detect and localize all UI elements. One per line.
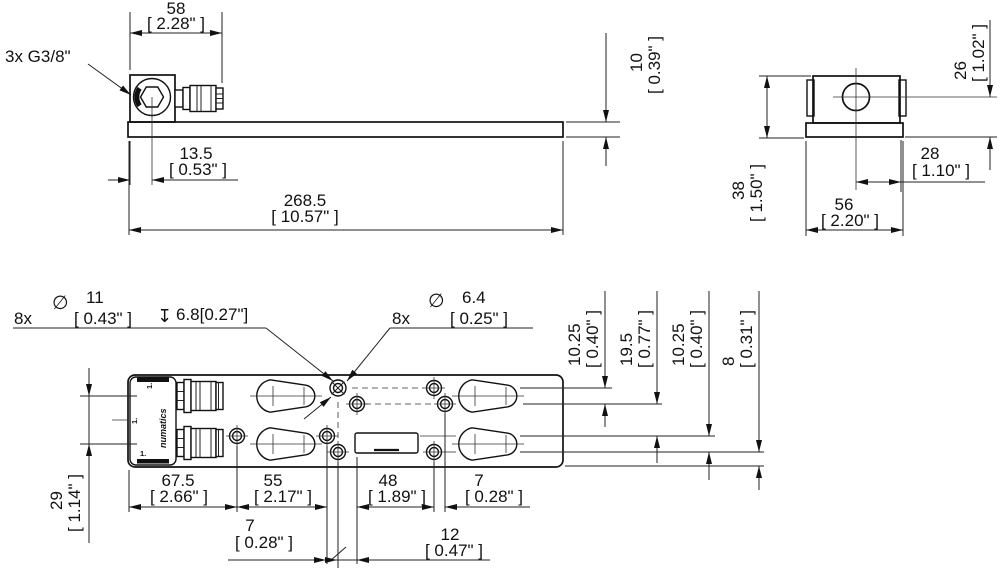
- hex-socket-icon: [139, 86, 165, 108]
- dim-56-mm: 56: [835, 195, 854, 214]
- hole-r4h1: [327, 441, 349, 463]
- dim-port-center-to-edge: 28 [ 1.10" ]: [856, 140, 985, 192]
- dim-7-left-mm: 7: [245, 516, 254, 535]
- end-base-flange: [805, 122, 904, 138]
- cbore-depth: 6.8[0.27"]: [176, 305, 248, 324]
- pin-mark-1: 1.: [145, 383, 154, 389]
- port-callout-label: 3x G3/8": [5, 47, 71, 66]
- dim-10-mm: 10: [627, 53, 646, 72]
- dim-38-inch: [ 1.50" ]: [747, 164, 766, 222]
- dim-67-5-mm: 67.5: [161, 471, 194, 490]
- dim-10-inch: [ 0.39" ]: [645, 36, 664, 94]
- dim-7-left-inch: [ 0.28" ]: [235, 533, 293, 552]
- dim-port-offset: 13.5 [ 0.53" ]: [108, 97, 238, 185]
- depth-icon: ↧: [157, 306, 172, 326]
- counterbore-callout: 8x ∅ 11 [ 0.43" ] ↧ 6.8[0.27"]: [13, 288, 334, 420]
- dim-268-5-mm: 268.5: [284, 191, 327, 210]
- pin-mark-3: 1.: [140, 449, 146, 458]
- dim-10-25-top-mm: 10.25: [565, 323, 584, 366]
- port-shadow-arc: [134, 86, 142, 108]
- thru-hole-callout: 8x ∅ 6.4 [ 0.25" ]: [346, 288, 533, 382]
- dim-55-inch: [ 2.17" ]: [254, 487, 312, 506]
- dim-56-inch: [ 2.20" ]: [821, 211, 879, 230]
- cbore-mm: 11: [86, 288, 104, 307]
- counterbore-holes: [226, 377, 456, 463]
- dim-horizontal-chain: 67.5 [ 2.66" ] 55 [ 2.17" ] 48 [ 1.89" ]…: [128, 413, 530, 568]
- counterbore-hole-marked: [329, 379, 347, 397]
- hole-r1h2: [423, 377, 445, 399]
- thru-count: 8x: [392, 309, 410, 328]
- dim-row-spacings: 10.25 [ 0.40" ] 19.5 [ 0.77" ] 10.25 [ 0…: [520, 291, 764, 490]
- dim-26-mm: 26: [951, 61, 970, 80]
- dim-port-center-height: 26 [ 1.02" ]: [905, 20, 997, 170]
- mounting-slots: [250, 379, 524, 461]
- dim-10-25-top-inch: [ 0.40" ]: [583, 310, 602, 368]
- dim-7-right-inch: [ 0.28" ]: [465, 487, 523, 506]
- dim-268-5-inch: [ 10.57" ]: [271, 207, 338, 226]
- pin-mark-2: 1.: [130, 418, 139, 424]
- dim-26-inch: [ 1.02" ]: [969, 24, 988, 82]
- bottom-body-outline: [127, 374, 564, 468]
- bottom-view: numatics 1. 1. 1.: [13, 288, 764, 568]
- dim-48-inch: [ 1.89" ]: [368, 487, 426, 506]
- dim-29-inch: [ 1.14" ]: [65, 474, 84, 532]
- hole-r3h2: [316, 425, 338, 447]
- dim-19-5-mm: 19.5: [617, 333, 636, 366]
- bottom-connector-m12-top: [176, 378, 224, 414]
- side-connector-m12: [174, 84, 224, 113]
- centerlines: [112, 387, 456, 453]
- dim-7-right-mm: 7: [474, 471, 483, 490]
- dim-8-inch: [ 0.31" ]: [737, 310, 756, 368]
- dim-overall-height: 38 [ 1.50" ]: [729, 75, 811, 222]
- dim-13-5-mm: 13.5: [179, 144, 212, 163]
- label-window: [354, 432, 419, 454]
- dim-block-width: 58 [ 2.28" ]: [129, 0, 223, 83]
- thru-inch: [ 0.25" ]: [450, 309, 508, 328]
- side-rail-outline: [127, 121, 564, 138]
- hole-r4h2: [423, 441, 445, 463]
- bottom-connector-m12-bottom: [176, 425, 224, 461]
- end-right-tab: [898, 79, 907, 117]
- dim-slot-row-spacing: 29 [ 1.14" ]: [47, 368, 137, 543]
- dim-12-inch: [ 0.47" ]: [425, 541, 483, 560]
- dim-rail-thickness: 10 [ 0.39" ]: [566, 33, 664, 166]
- dim-28-mm: 28: [921, 144, 940, 163]
- dim-10-25-bot-inch: [ 0.40" ]: [687, 310, 706, 368]
- port-callout-leader: [87, 63, 132, 96]
- dim-28-inch: [ 1.10" ]: [912, 161, 970, 180]
- hole-r2h2: [434, 393, 456, 415]
- cbore-inch: [ 0.43" ]: [74, 309, 132, 328]
- dim-overall-length: 268.5 [ 10.57" ]: [128, 141, 564, 235]
- thru-mm: 6.4: [462, 288, 486, 307]
- diameter-icon: ∅: [52, 293, 69, 314]
- hole-r2h1: [346, 393, 368, 415]
- dim-29-mm: 29: [47, 491, 66, 510]
- dim-19-5-inch: [ 0.77" ]: [635, 310, 654, 368]
- dim-12-mm: 12: [441, 525, 460, 544]
- dim-8-mm: 8: [719, 357, 738, 366]
- side-view: 3x G3/8" 58 [ 2.28" ] 13.5 [ 0.53" ] 268…: [5, 0, 664, 235]
- dim-58-inch: [ 2.28" ]: [147, 14, 205, 33]
- dim-48-mm: 48: [379, 471, 398, 490]
- dim-13-5-inch: [ 0.53" ]: [169, 160, 227, 179]
- brand-logo: numatics: [158, 408, 168, 448]
- cbore-count: 8x: [14, 309, 32, 328]
- diameter-icon-2: ∅: [428, 291, 445, 312]
- dim-38-mm: 38: [729, 181, 748, 200]
- end-view: 38 [ 1.50" ] 26 [ 1.02" ] 28 [ 1.10" ] 5…: [729, 20, 997, 236]
- dim-58-mm: 58: [167, 0, 186, 18]
- bottom-connector-block: numatics 1. 1. 1.: [129, 376, 177, 466]
- end-left-tab: [806, 79, 815, 117]
- dim-overall-width: 56 [ 2.20" ]: [805, 141, 904, 236]
- block-top-strip: [137, 377, 169, 382]
- hole-r3h1: [226, 425, 248, 447]
- block-bottom-strip: [137, 459, 169, 464]
- dim-10-25-bot-mm: 10.25: [669, 323, 688, 366]
- dim-55-mm: 55: [264, 471, 283, 490]
- dim-67-5-inch: [ 2.66" ]: [150, 487, 208, 506]
